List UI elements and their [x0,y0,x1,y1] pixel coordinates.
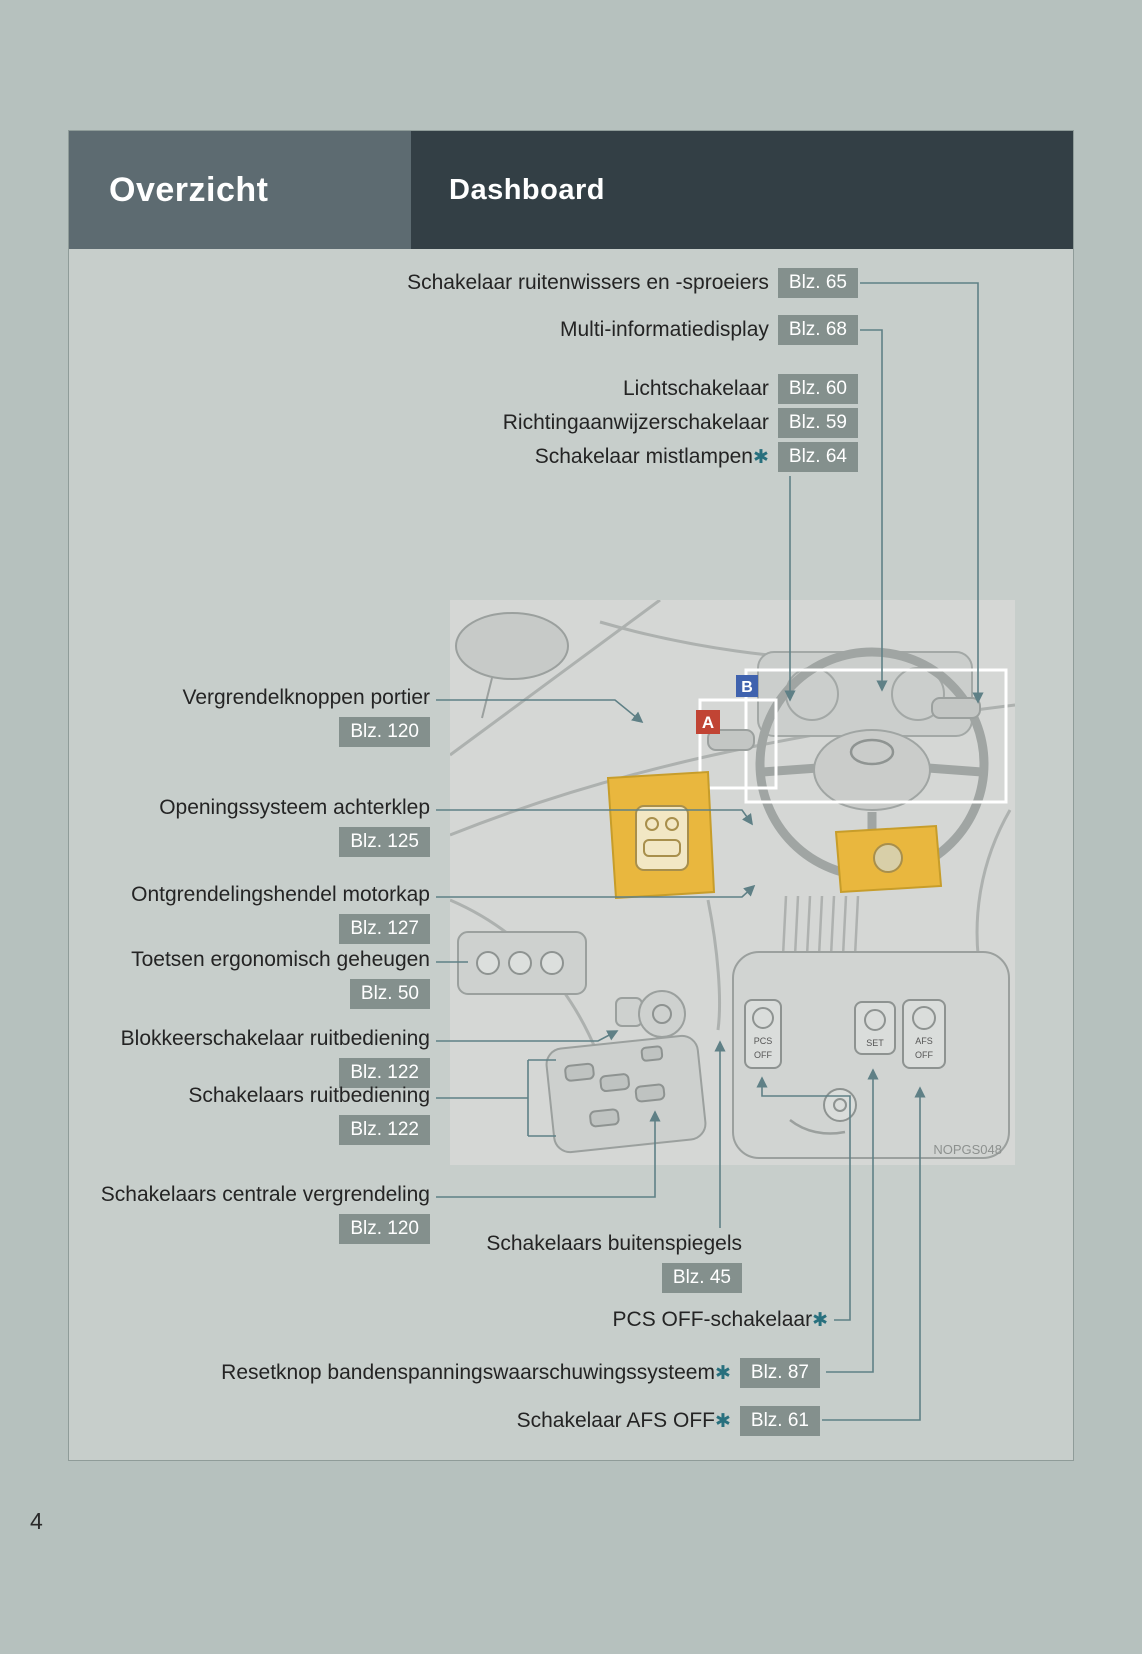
callout-window-switches: Schakelaars ruitbediening Blz. 122 [188,1084,430,1145]
page-ref-badge: Blz. 65 [777,268,858,298]
page-ref-badge: Blz. 87 [739,1358,820,1388]
focus-frame-left-stalk [698,698,778,790]
page-ref-badge: Blz. 45 [661,1263,742,1293]
left-stalk [707,729,755,751]
page-ref-badge: Blz. 122 [339,1058,430,1088]
callout-headlight-switch: Lichtschakelaar Blz. 60 [623,374,858,404]
highlight-opener-panel [606,770,716,900]
memory-buttons-panel [457,931,587,995]
svg-text:B: B [741,679,753,696]
callout-afs-off-switch: Schakelaar AFS OFF✱ Blz. 61 [517,1406,820,1436]
callout-text: PCS OFF-schakelaar✱ [612,1308,828,1331]
door-mirror [455,612,569,680]
callout-text: Schakelaars ruitbediening [188,1084,430,1107]
steering-wheel [755,647,989,881]
callout-multi-info-display: Multi-informatiedisplay Blz. 68 [560,315,858,345]
svg-text:OFF: OFF [915,1050,933,1060]
callout-pcs-off-switch: PCS OFF-schakelaar✱ [613,1308,828,1333]
callout-text: Schakelaars buitenspiegels [486,1232,742,1255]
mirror-control [615,990,686,1038]
callout-text: Ontgrendelingshendel motorkap [131,883,430,906]
afs-off-button: AFS OFF [902,999,946,1069]
callout-memory-buttons: Toetsen ergonomisch geheugen Blz. 50 [131,948,430,1009]
page-ref-badge: Blz. 120 [339,717,430,747]
page-ref-badge: Blz. 61 [739,1406,820,1436]
callout-text: Schakelaars centrale vergrendeling [100,1183,430,1206]
page-ref-badge: Blz. 64 [777,442,858,472]
footnote-asterisk: ✱ [752,446,769,468]
marker-b: B [736,675,758,697]
callout-wipers-washer: Schakelaar ruitenwissers en -sproeiers B… [407,268,858,298]
brand-emblem [849,738,895,766]
svg-text:PCS: PCS [754,1036,773,1046]
lower-switch-cluster: PCS OFF SET AFS OFF [732,951,1010,1159]
footnote-asterisk: ✱ [714,1362,731,1384]
callout-mirror-switches: Schakelaars buitenspiegels Blz. 45 [486,1232,742,1293]
svg-text:AFS: AFS [915,1036,933,1046]
callout-fog-light-switch: Schakelaar mistlampen✱ Blz. 64 [535,442,858,472]
marker-a: A [696,710,720,734]
callout-tire-pressure-reset: Resetknop bandenspanningswaarschuwingssy… [221,1358,820,1388]
page-title: Dashboard [449,173,605,206]
callout-window-lock-switch: Blokkeerschakelaar ruitbediening Blz. 12… [121,1027,430,1088]
callout-central-lock-switches: Schakelaars centrale vergrendeling Blz. … [101,1183,430,1244]
footnote-asterisk: ✱ [812,1310,828,1331]
callout-text: Blokkeerschakelaar ruitbediening [120,1027,430,1050]
callout-tailgate-opener: Openingssysteem achterklep Blz. 125 [159,796,430,857]
callout-text: Richtingaanwijzerschakelaar [502,411,769,434]
callout-hood-release: Ontgrendelingshendel motorkap Blz. 127 [131,883,430,944]
callout-text: Vergrendelknoppen portier [182,686,430,709]
page-ref-badge: Blz. 122 [339,1115,430,1145]
page-ref-badge: Blz. 59 [777,408,858,438]
svg-text:OFF: OFF [754,1050,772,1060]
pcs-off-button: PCS OFF [744,999,782,1069]
section-title: Overzicht [109,170,269,209]
figure-code: NOPGS048 [933,1142,1002,1157]
window-switch-panel [545,1034,707,1154]
callout-text: Multi-informatiedisplay [560,318,769,341]
right-stalk [931,697,981,719]
callout-text: Lichtschakelaar [622,377,769,400]
page-number: 4 [30,1508,43,1534]
page-ref-badge: Blz. 68 [777,315,858,345]
callout-text: Schakelaar ruitenwissers en -sproeiers [407,271,769,294]
set-button: SET [854,1001,896,1055]
footnote-asterisk: ✱ [714,1410,731,1432]
callout-text: Openingssysteem achterklep [159,796,430,819]
page-ref-badge: Blz. 120 [339,1214,430,1244]
callout-text: Toetsen ergonomisch geheugen [131,948,430,971]
page-ref-badge: Blz. 125 [339,827,430,857]
page-ref-badge: Blz. 127 [339,914,430,944]
callout-turn-signal-switch: Richtingaanwijzerschakelaar Blz. 59 [503,408,858,438]
callout-door-lock-buttons: Vergrendelknoppen portier Blz. 120 [182,686,430,747]
callout-text: Schakelaar mistlampen✱ [534,444,769,468]
svg-text:SET: SET [866,1038,884,1048]
dashboard-illustration: A B [450,600,1015,1165]
page-header: Overzicht Dashboard [69,131,1073,249]
svg-text:A: A [702,713,714,732]
callout-text: Schakelaar AFS OFF✱ [516,1408,731,1432]
header-section-box: Overzicht [69,131,411,249]
header-title-box: Dashboard [411,131,1073,249]
page-ref-badge: Blz. 50 [349,979,430,1009]
callout-text: Resetknop bandenspanningswaarschuwingssy… [221,1360,731,1384]
page-ref-badge: Blz. 60 [777,374,858,404]
highlight-key-area [834,824,943,894]
